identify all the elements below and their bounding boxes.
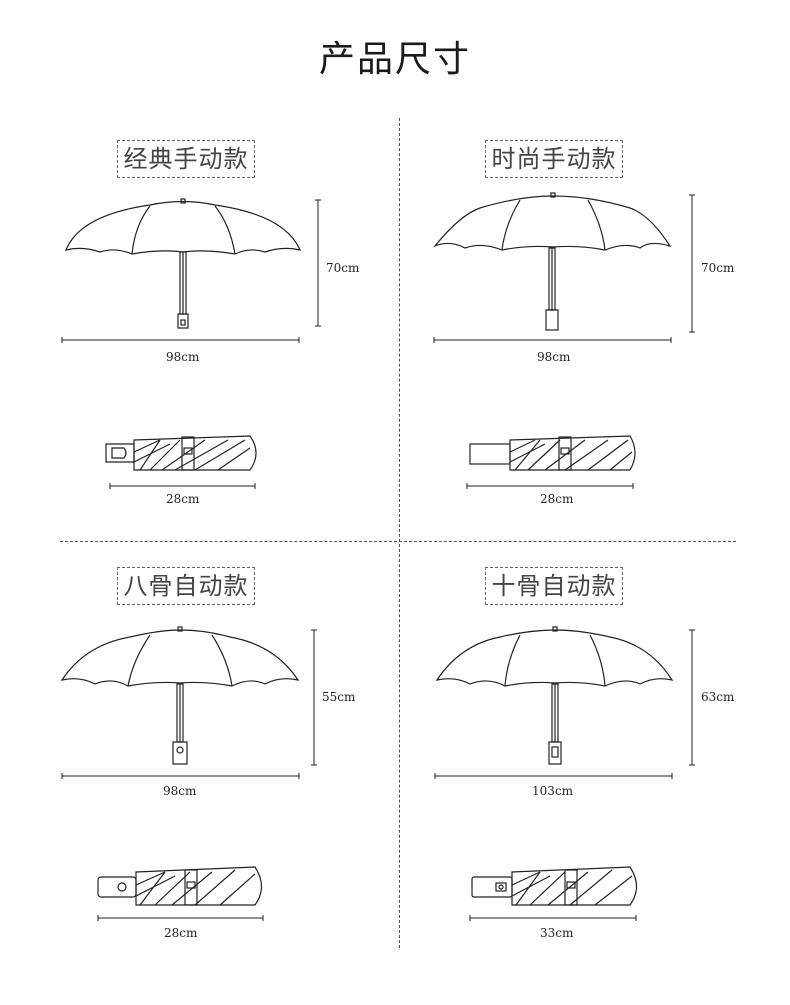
dimension-lines-classic-manual [61,199,321,489]
panel-label-fashion-manual: 时尚手动款 [485,140,623,178]
folded-umbrella-8rib-auto-icon [97,866,263,906]
dimension-lines-8rib-auto [61,629,317,921]
folded-length-label-fashion-manual: 28cm [540,492,574,506]
folded-length-label-classic-manual: 28cm [166,492,200,506]
dimension-lines-fashion-manual [433,194,695,489]
open-umbrella-classic-manual-icon [65,198,302,329]
height-label-10rib-auto: 63cm [701,690,735,704]
width-label-classic-manual: 98cm [166,350,200,364]
height-label-fashion-manual: 70cm [701,261,735,275]
height-label-8rib-auto: 55cm [322,690,356,704]
folded-length-label-8rib-auto: 28cm [164,926,198,940]
folded-umbrella-fashion-manual-icon [469,435,636,471]
width-label-8rib-auto: 98cm [163,784,197,798]
height-label-classic-manual: 70cm [326,261,360,275]
folded-length-label-10rib-auto: 33cm [540,926,574,940]
page-title: 产品尺寸 [318,39,471,80]
folded-umbrella-classic-manual-icon [105,435,257,471]
horizontal-divider [60,541,736,542]
open-umbrella-8rib-auto-icon [60,626,300,765]
width-label-fashion-manual: 98cm [537,350,571,364]
width-label-10rib-auto: 103cm [532,784,574,798]
vertical-divider [399,118,400,948]
folded-umbrella-10rib-auto-icon [471,866,638,906]
open-umbrella-fashion-manual-icon [433,192,672,331]
panel-label-10rib-auto: 十骨自动款 [485,567,623,605]
panel-label-8rib-auto: 八骨自动款 [117,567,255,605]
dimension-lines-10rib-auto [434,629,695,921]
panel-label-classic-manual: 经典手动款 [117,140,255,178]
open-umbrella-10rib-auto-icon [435,626,674,765]
